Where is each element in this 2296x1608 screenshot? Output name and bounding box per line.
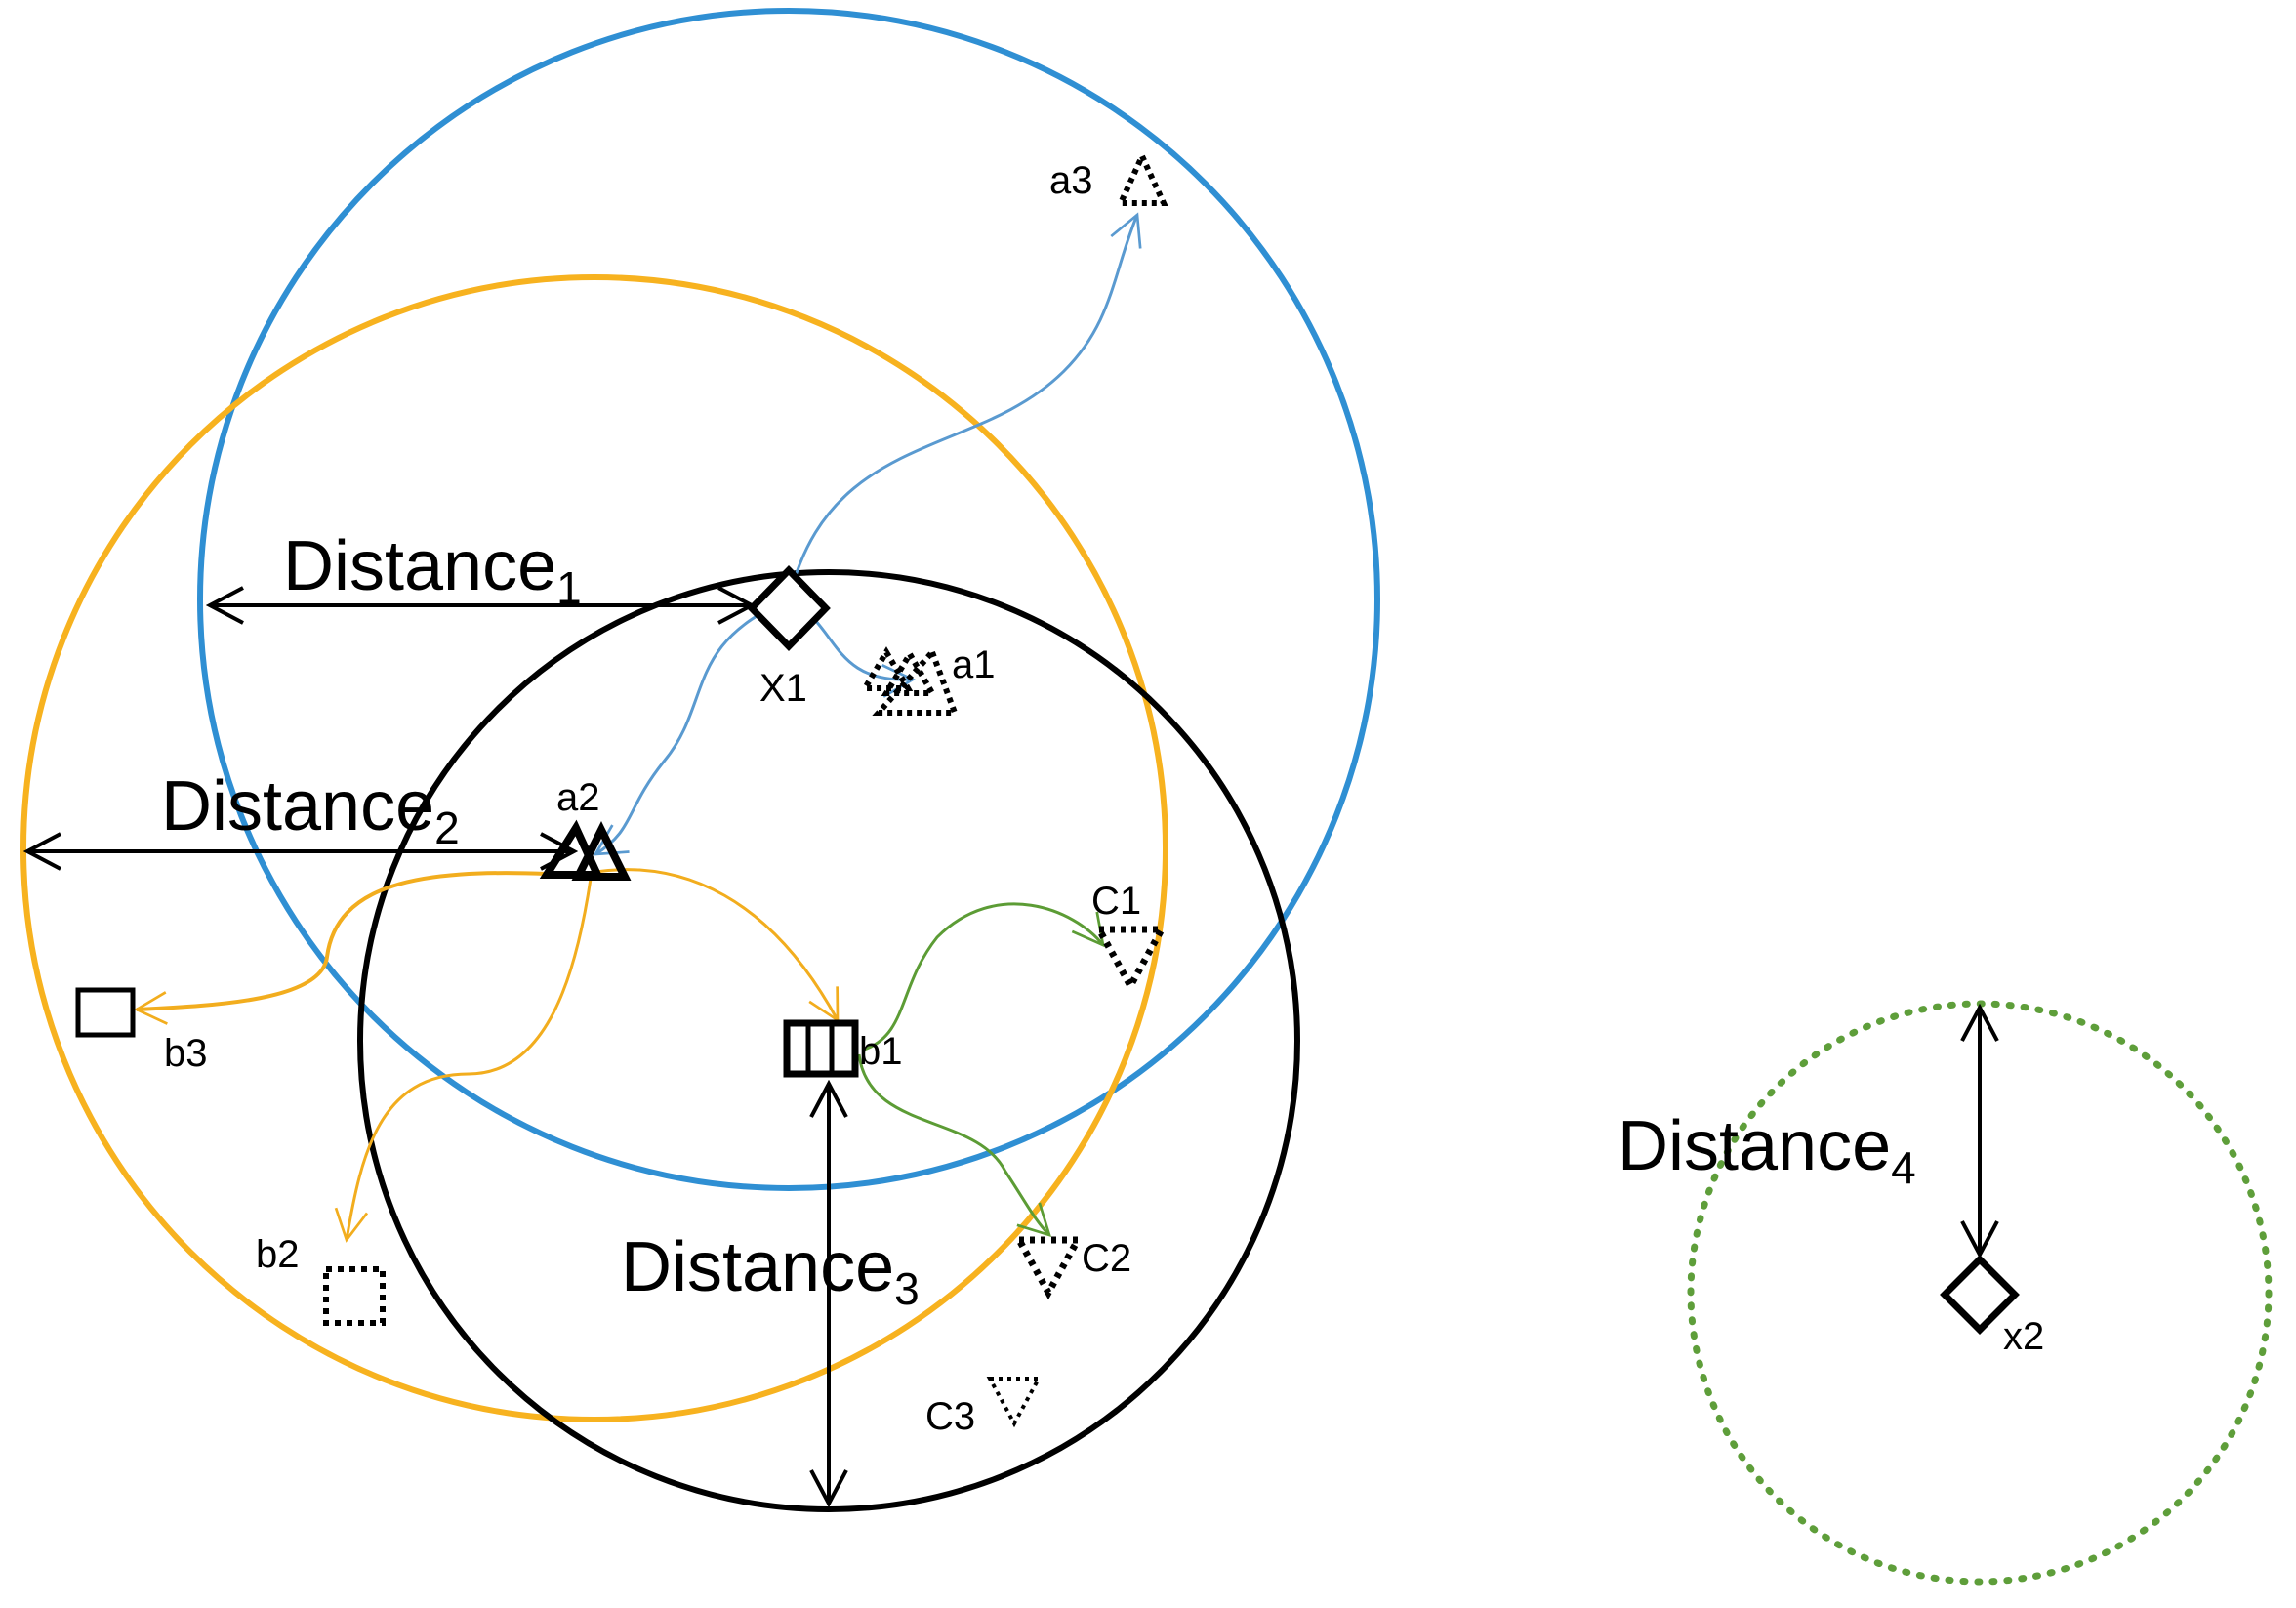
- node-c2-label: C2: [1082, 1237, 1131, 1280]
- node-x1-label: X1: [759, 667, 807, 710]
- node-b3-label: b3: [164, 1032, 208, 1075]
- square-icon: [75, 987, 136, 1038]
- blue-cluster-circle: [197, 8, 1380, 1191]
- dotted-square-icon: [323, 1266, 386, 1326]
- green-arrow-b1-to-c1: [863, 902, 1105, 1051]
- diamond-icon: [747, 564, 831, 652]
- orange-arrow-a2-to-b1: [594, 868, 840, 1023]
- orange-arrow-a2-to-b3: [134, 871, 548, 1025]
- distance-3-label: Distance3: [621, 1228, 920, 1314]
- dotted-triangle-icon: [1116, 148, 1168, 206]
- double-square-icon: [783, 1019, 859, 1078]
- node-a3-label: a3: [1049, 159, 1093, 202]
- black-cluster-circle: [357, 569, 1300, 1512]
- node-a1-label: a1: [952, 643, 996, 686]
- green-arrow-b1-to-c2: [857, 1053, 1052, 1238]
- node-b1-label: b1: [859, 1030, 903, 1073]
- dotted-inverted-triangle-icon: [1013, 1236, 1084, 1300]
- distance-2-label: Distance2: [161, 767, 460, 853]
- dotted-triangle-cluster-icon: [859, 646, 960, 716]
- node-c1-label: C1: [1091, 880, 1141, 923]
- distance-4-label: Distance4: [1618, 1107, 1916, 1193]
- dotted-inverted-triangle-icon: [986, 1377, 1043, 1428]
- node-b2-label: b2: [256, 1233, 300, 1276]
- node-c3-label: C3: [925, 1395, 975, 1438]
- blue-arrow-x1-to-a3: [787, 212, 1142, 600]
- diamond-icon: [1940, 1255, 2020, 1335]
- blue-arrow-x1-to-a2: [593, 598, 790, 856]
- node-x2-label: x2: [2003, 1315, 2044, 1358]
- orange-arrow-a2-to-b2: [334, 878, 593, 1243]
- node-a2-label: a2: [556, 776, 600, 819]
- distance-1-label: Distance1: [283, 527, 582, 613]
- double-triangle-icon: [539, 819, 632, 881]
